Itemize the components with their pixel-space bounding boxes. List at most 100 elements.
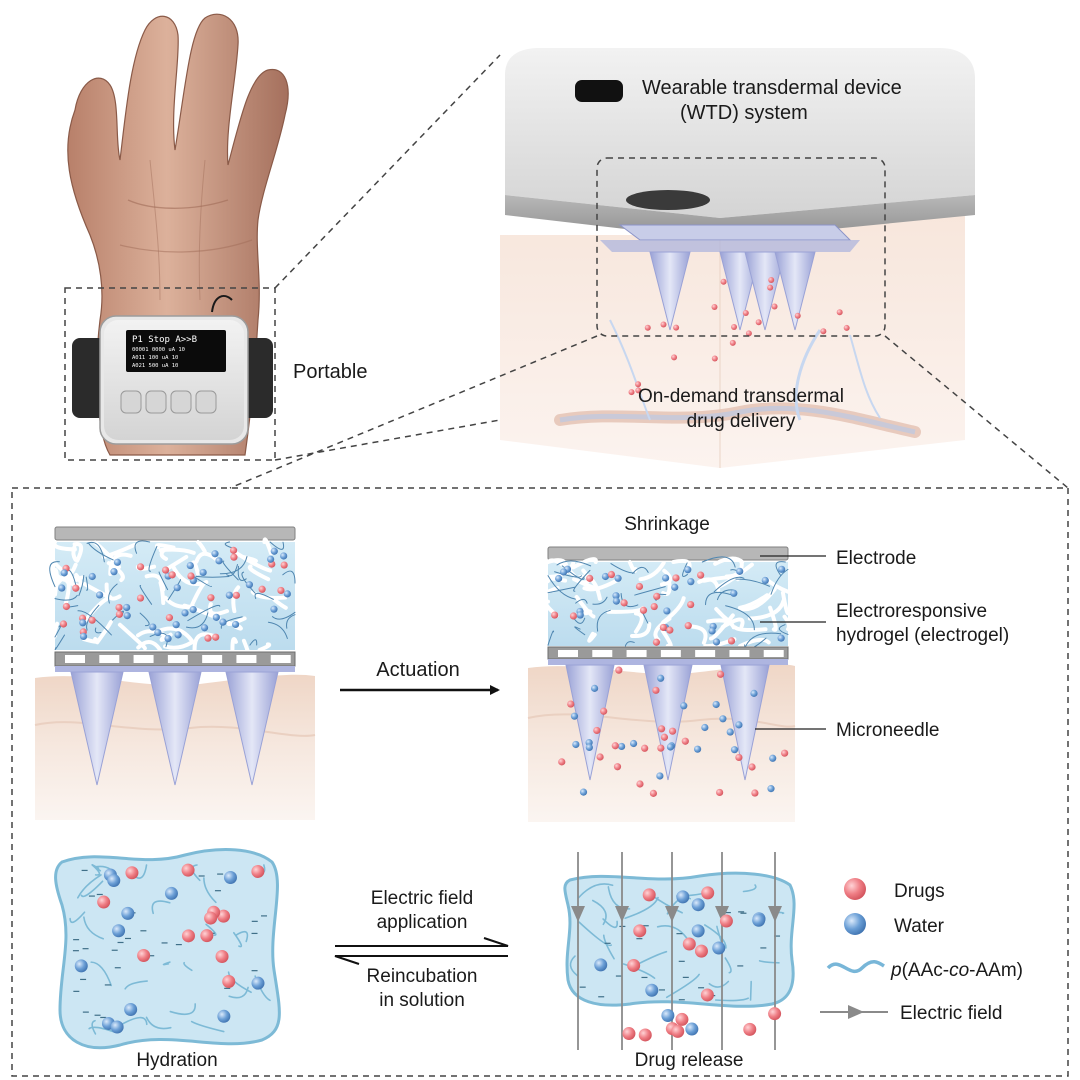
gel-strand: [190, 1020, 225, 1033]
water-particle: [712, 700, 720, 709]
drug-particle: [613, 763, 622, 771]
drug-particle: [115, 603, 123, 612]
hydration-label: Hydration: [136, 1050, 217, 1071]
drug-particle: [200, 929, 214, 943]
gel-strand: [749, 980, 752, 1001]
gel-strand: [91, 1019, 97, 1035]
gel-strand: [716, 925, 723, 944]
gel-strand: [725, 605, 755, 631]
gel-strand: [51, 621, 60, 640]
gel-strand: [267, 621, 288, 639]
zoom-line-upper: [274, 54, 501, 289]
drug-particle: [700, 988, 714, 1002]
gel-particles-right: [551, 565, 789, 797]
drug-particle: [639, 606, 648, 614]
device-button-1: [120, 390, 142, 414]
gel-strand: [72, 542, 84, 563]
water-particle: [110, 1020, 124, 1034]
water-particle: [60, 569, 68, 577]
gel-strand: [205, 923, 217, 936]
reverse-label-line1: Reincubation: [367, 966, 478, 987]
zoom-line-right: [884, 335, 1069, 489]
gel-strand: [708, 980, 730, 988]
drug-particle: [660, 733, 669, 741]
drug-particle: [277, 586, 285, 595]
water-particle: [590, 684, 599, 692]
reverse-label-line2: in solution: [379, 990, 465, 1011]
drug-particle: [187, 572, 195, 580]
gel-strand: [235, 930, 249, 943]
gel-strand: [738, 637, 771, 648]
gel-strand: [272, 597, 288, 610]
drug-particle: [748, 763, 756, 771]
electrode-pore: [660, 650, 681, 657]
drug-particle: [212, 633, 220, 641]
gel-strand: [158, 580, 166, 606]
gel-strand: [77, 610, 112, 636]
gel-strand: [587, 631, 597, 643]
drug-particle: [569, 612, 578, 620]
water-particle: [96, 591, 104, 599]
drug-particle: [596, 753, 604, 761]
gel-strand: [569, 955, 579, 977]
drug-particle: [681, 737, 689, 745]
drug-particle: [593, 726, 601, 735]
drug-particle: [657, 725, 666, 733]
electrode-pore: [236, 655, 257, 663]
device-button-4: [195, 390, 217, 414]
gel-strand: [257, 642, 272, 652]
drug-particle: [755, 319, 762, 326]
water-particle: [614, 574, 622, 582]
gel-strand: [230, 637, 238, 652]
water-particle: [112, 924, 126, 938]
water-particle: [752, 913, 766, 927]
gel-strand: [687, 624, 708, 645]
oled-line-2: 00001 0000 uA 10: [132, 347, 185, 353]
gel-strand: [575, 598, 588, 604]
water-particle: [726, 728, 734, 736]
gel-strand: [250, 590, 288, 600]
gel-strand: [241, 555, 258, 564]
water-particle: [656, 772, 664, 780]
gel-strand: [185, 612, 209, 629]
gel-strand: [591, 899, 607, 926]
water-particle: [663, 607, 671, 615]
gel-strand: [52, 540, 77, 552]
electrode-pore: [99, 655, 120, 663]
needle-base-left: [55, 666, 295, 672]
gel-strand: [724, 957, 732, 974]
gel-strand: [108, 583, 118, 604]
gel-strand: [203, 877, 217, 904]
drug-particle: [727, 637, 736, 645]
gel-strand: [659, 568, 673, 587]
device-port: [575, 80, 623, 102]
needle-zoom-box: [596, 157, 886, 337]
gel-strand: [85, 576, 89, 591]
drug-particle: [88, 616, 96, 624]
legend-drugs: Drugs: [894, 881, 945, 902]
drug-particle: [729, 339, 736, 346]
gel-strand: [703, 924, 727, 949]
water-particle: [154, 628, 162, 637]
drug-particle: [675, 1012, 689, 1026]
microneedle-label: Microneedle: [836, 720, 940, 741]
device-button-3: [170, 390, 192, 414]
gel-strand: [232, 931, 243, 948]
water-particle: [680, 702, 688, 710]
water-particle: [687, 578, 695, 586]
drug-particle: [716, 788, 724, 797]
drug-particle: [638, 1028, 652, 1042]
drug-particle: [62, 602, 71, 611]
gel-strand: [124, 980, 148, 990]
water-particle: [199, 568, 207, 577]
drug-particle: [673, 324, 680, 331]
drug-particle: [711, 355, 718, 362]
drug-particle: [694, 944, 708, 958]
zoom-line-left: [229, 335, 598, 489]
electrode-pore: [729, 650, 750, 657]
water-particle: [645, 983, 659, 997]
legend-polymer-swatch: [826, 960, 885, 973]
drug-particle: [280, 561, 288, 569]
water-particle: [712, 638, 721, 646]
gel-strand: [271, 611, 296, 620]
